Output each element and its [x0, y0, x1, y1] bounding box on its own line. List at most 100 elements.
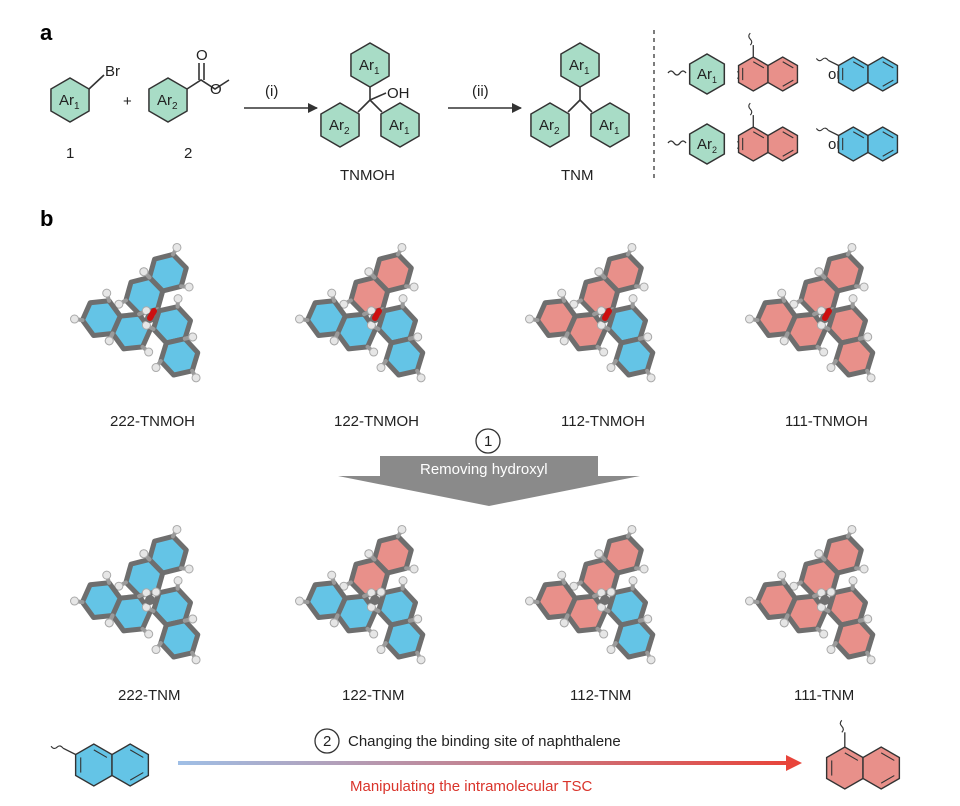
ring-model [158, 618, 201, 660]
hydrogen-atom [416, 373, 426, 383]
hydrogen-atom [848, 576, 858, 586]
label-122-tnm: 122-TNM [342, 687, 405, 704]
hydrogen-atom [102, 288, 112, 298]
ring-model [304, 580, 348, 620]
hydrogen-atom [70, 596, 80, 606]
hydrogen-atom [606, 587, 616, 597]
hydrogen-atom [819, 629, 829, 639]
legend-ar2-text: Ar2 [697, 136, 717, 155]
ring-model [304, 298, 348, 338]
hydrogen-atom [627, 524, 637, 534]
hydrogen-atom [409, 564, 419, 574]
ring-model [821, 533, 864, 576]
hydrogen-atom [327, 288, 337, 298]
hydrogen-atom [413, 614, 423, 624]
ring-model [613, 618, 656, 660]
ring-model [534, 580, 578, 620]
tnm-ar1-right [590, 102, 630, 148]
ring-model [383, 618, 426, 660]
step-1-circle [475, 428, 501, 454]
legend-ar2-hexagon [688, 123, 726, 165]
hydrogen-atom [557, 288, 567, 298]
tnmoh-ar-top-text: Ar1 [359, 57, 380, 77]
hydrogen-atom [777, 570, 787, 580]
hydrogen-atom [339, 581, 349, 591]
ar2-text: Ar2 [157, 92, 178, 112]
ring-model [79, 298, 123, 338]
hydrogen-atom [114, 299, 124, 309]
hydrogen-atom [866, 655, 876, 665]
hydrogen-atom [826, 645, 836, 655]
hydrogen-atom [569, 581, 579, 591]
ring-model [371, 533, 414, 576]
hydrogen-atom [144, 347, 154, 357]
hydrogen-atom [643, 332, 653, 342]
hydrogen-atom [188, 614, 198, 624]
hydrogen-atom [639, 282, 649, 292]
ar1-text: Ar1 [59, 92, 80, 112]
label-111-tnm: 111-TNM [794, 687, 854, 704]
tnm-ar-top-text: Ar1 [569, 57, 590, 77]
ring-model [146, 251, 189, 294]
panel-b-label: b [40, 206, 53, 231]
hydroxyl-group [147, 308, 157, 321]
bromine-label: Br [105, 63, 120, 80]
central-carbon [820, 595, 830, 605]
hydrogen-atom [329, 618, 339, 628]
legend-ar1: Ar1 : or [667, 32, 899, 95]
naphthalene-1-red-icon [737, 32, 799, 92]
hydrogen-atom [859, 282, 869, 292]
hydrogen-atom [819, 347, 829, 357]
central-carbon [370, 595, 380, 605]
hydrogen-atom [376, 363, 386, 373]
step-ii-label: (ii) [472, 83, 489, 100]
hydrogen-atom [847, 524, 857, 534]
hydrogen-atom [826, 587, 836, 597]
reactant-2: O O Ar2 2 [148, 47, 230, 162]
hydrogen-atom [814, 549, 824, 559]
hydrogen-atom [172, 242, 182, 252]
step-2-circle [314, 728, 340, 754]
hydrogen-atom [191, 373, 201, 383]
hydroxyl-group [602, 308, 612, 321]
hydrogen-atom [144, 629, 154, 639]
hydrogen-atom [789, 299, 799, 309]
hydrogen-atom [398, 294, 408, 304]
label-222-tnmoh: 222-TNMOH [110, 413, 195, 430]
hydrogen-atom [814, 267, 824, 277]
wavy-bond-icon [667, 70, 687, 76]
naphthalene-2-blue-icon [815, 126, 899, 162]
hydrogen-atom [627, 242, 637, 252]
hydrogen-atom [151, 645, 161, 655]
hydrogen-atom [628, 576, 638, 586]
hydrogen-atom [295, 596, 305, 606]
hydrogen-atom [295, 314, 305, 324]
gradient-arrow-shaft [178, 761, 790, 765]
hydrogen-atom [745, 314, 755, 324]
naphthalene-1-red-icon [737, 102, 799, 162]
molecule-122-tnmoh [295, 242, 426, 383]
wavy-bond-icon [748, 102, 753, 116]
hydrogen-atom [413, 332, 423, 342]
hydrogen-atom [327, 570, 337, 580]
hydrogen-atom [172, 524, 182, 534]
label-112-tnmoh: 112-TNMOH [561, 413, 645, 430]
label-111-tnmoh: 111-TNMOH [785, 413, 868, 430]
ring-model [754, 580, 798, 620]
naphthalene-2-blue-icon [815, 56, 899, 92]
hydrogen-atom [376, 587, 386, 597]
hydrogen-atom [525, 596, 535, 606]
hydrogen-atom [369, 629, 379, 639]
naphthalene-2-blue-icon [50, 743, 150, 787]
ring-model [383, 336, 426, 378]
hydrogen-atom [151, 363, 161, 373]
ring-model [821, 251, 864, 294]
hydrogen-atom [628, 294, 638, 304]
tnmoh-name: TNMOH [340, 167, 395, 184]
hydrogen-atom [184, 282, 194, 292]
step-1-number: 1 [484, 433, 492, 450]
hydrogen-atom [173, 576, 183, 586]
tnmoh-ar1-right [380, 102, 420, 148]
hydrogen-atom [339, 299, 349, 309]
